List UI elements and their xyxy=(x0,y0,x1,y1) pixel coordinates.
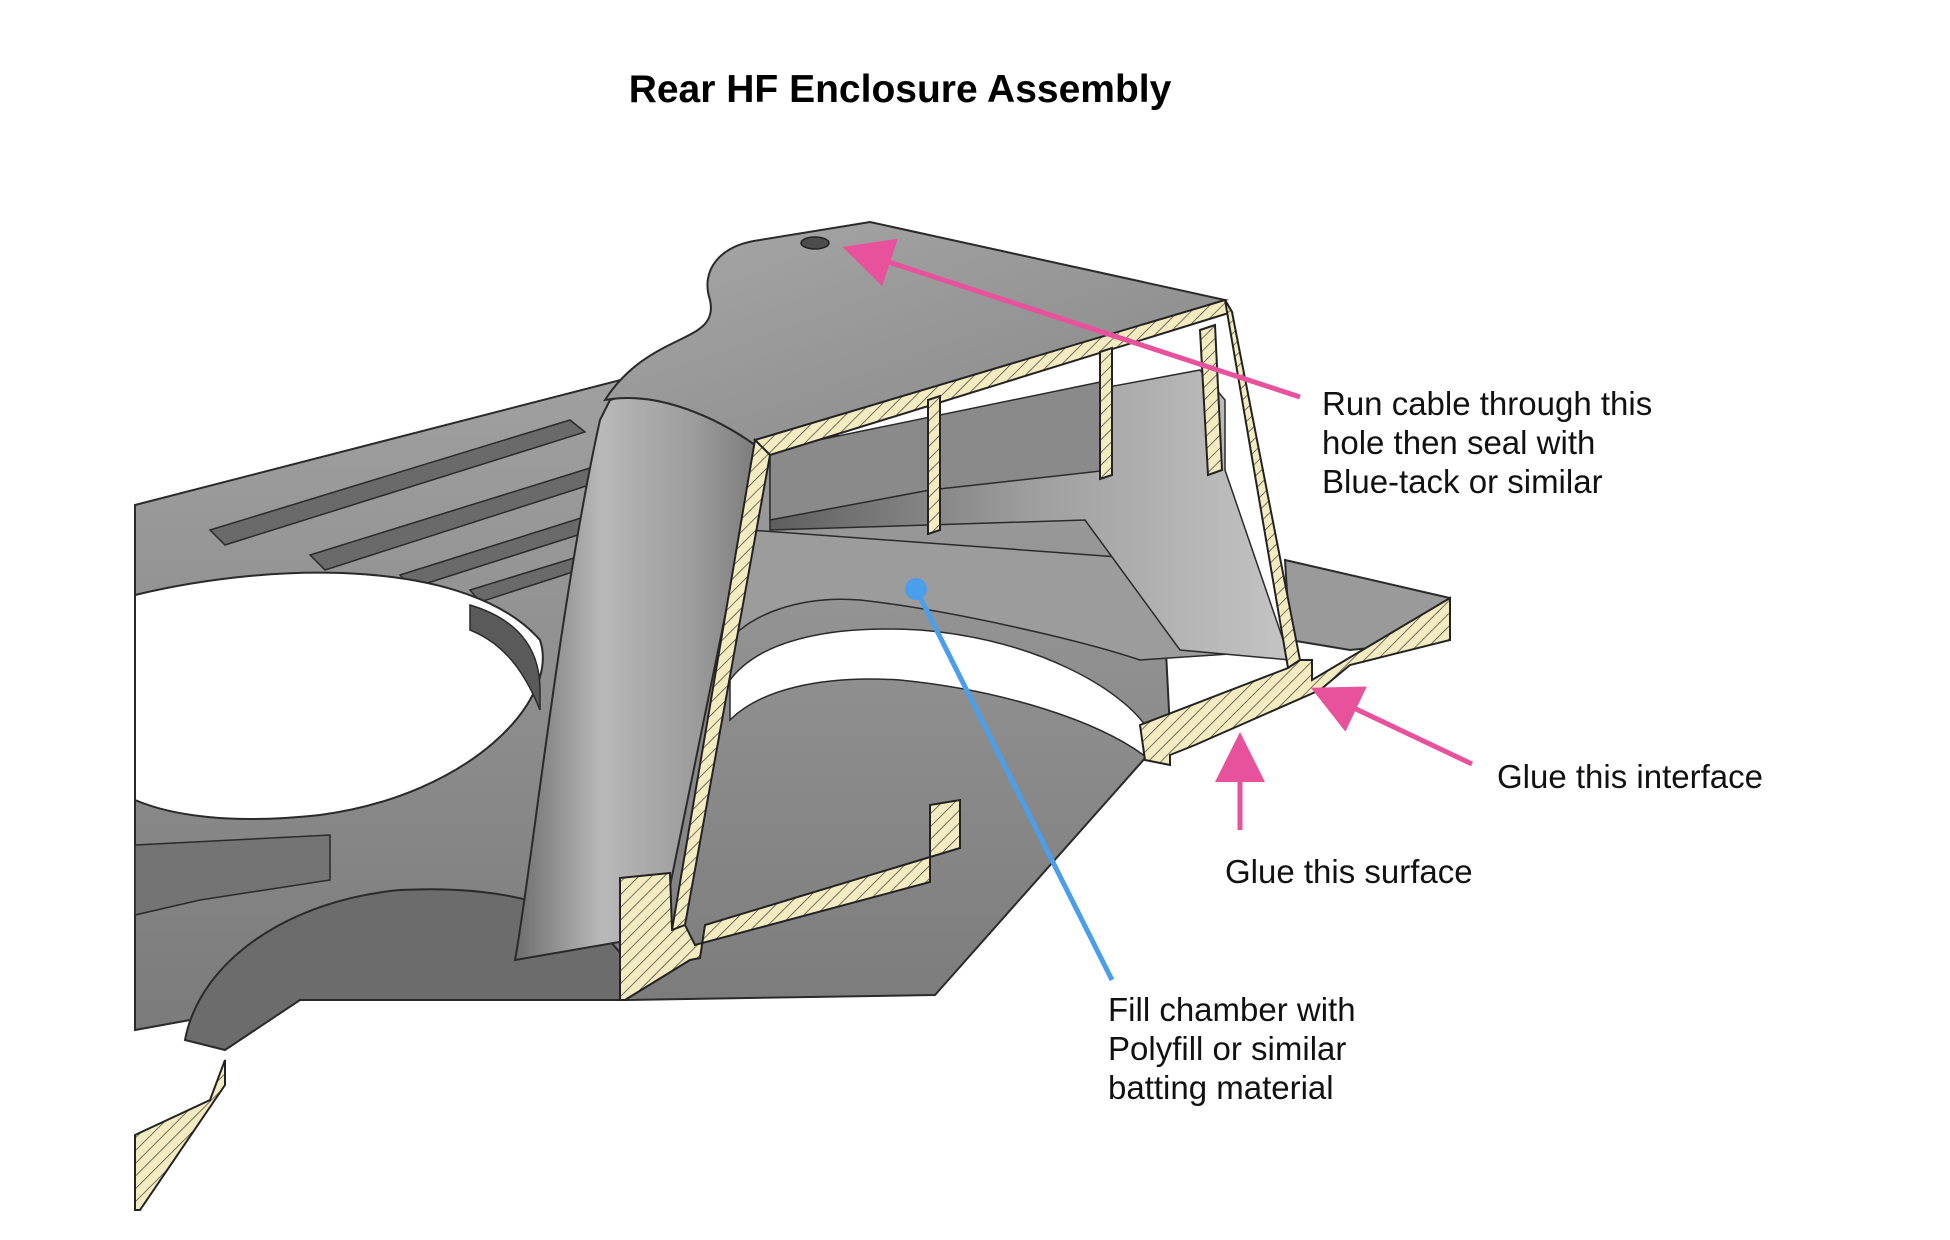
section-left-foot xyxy=(619,798,961,1001)
fill-leader-line xyxy=(913,587,1115,982)
lower-left-pocket xyxy=(134,834,331,916)
interface-annotation: Glue this interface xyxy=(1497,757,1763,796)
cable-leader-arrow xyxy=(842,238,1301,400)
annotation-line: Blue-tack or similar xyxy=(1322,463,1603,500)
section-right-foot xyxy=(1138,596,1451,767)
left-opening-wall xyxy=(469,603,541,711)
left-circular-opening xyxy=(134,571,544,821)
annotation-line: Fill chamber with xyxy=(1108,991,1356,1028)
section-rib-2 xyxy=(1099,346,1113,481)
fill-annotation: Fill chamber with Polyfill or similar ba… xyxy=(1108,990,1356,1107)
annotation-line: Glue this surface xyxy=(1225,853,1473,890)
section-rib-3 xyxy=(1198,323,1224,477)
diagram-title: Rear HF Enclosure Assembly xyxy=(628,68,1172,111)
section-rib-1 xyxy=(927,394,941,536)
annotation-line: Polyfill or similar xyxy=(1108,1030,1347,1067)
tower-top-face xyxy=(602,220,1229,447)
annotation-line: batting material xyxy=(1108,1069,1334,1106)
annotation-line: hole then seal with xyxy=(1322,424,1596,461)
surface-annotation: Glue this surface xyxy=(1225,852,1473,891)
section-lower-left-band xyxy=(134,1059,226,1211)
cable-annotation: Run cable through this hole then seal wi… xyxy=(1322,384,1652,501)
cable-hole xyxy=(800,236,830,250)
interface-leader-arrow xyxy=(1310,686,1474,767)
annotation-line: Glue this interface xyxy=(1497,758,1763,795)
annotation-line: Run cable through this xyxy=(1322,385,1653,422)
